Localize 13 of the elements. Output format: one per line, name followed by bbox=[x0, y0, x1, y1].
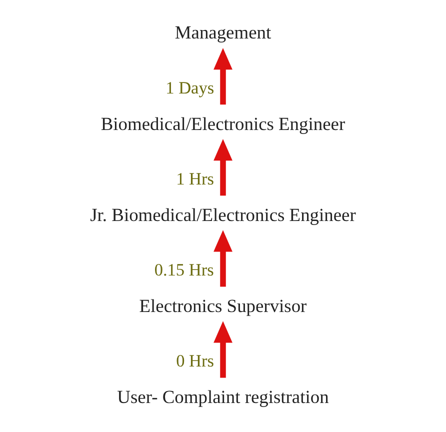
edge-label: 1 Days bbox=[166, 78, 214, 97]
edge-label: 1 Hrs bbox=[176, 169, 214, 188]
node-text: Management bbox=[174, 22, 272, 42]
node-text: User- Complaint registration bbox=[117, 386, 329, 407]
node-text: Jr. Biomedical/Electronics Engineer bbox=[90, 204, 356, 224]
arrow bbox=[214, 138, 232, 196]
edge-label: 0.15 Hrs bbox=[154, 260, 214, 280]
node-text: Biomedical/Electronics Engineer bbox=[100, 113, 346, 134]
arrow bbox=[214, 47, 232, 104]
arrow bbox=[214, 230, 232, 286]
node-text: Electronics Supervisor bbox=[139, 295, 307, 316]
arrow bbox=[214, 320, 232, 378]
edge-label: 0 Hrs bbox=[176, 351, 214, 370]
